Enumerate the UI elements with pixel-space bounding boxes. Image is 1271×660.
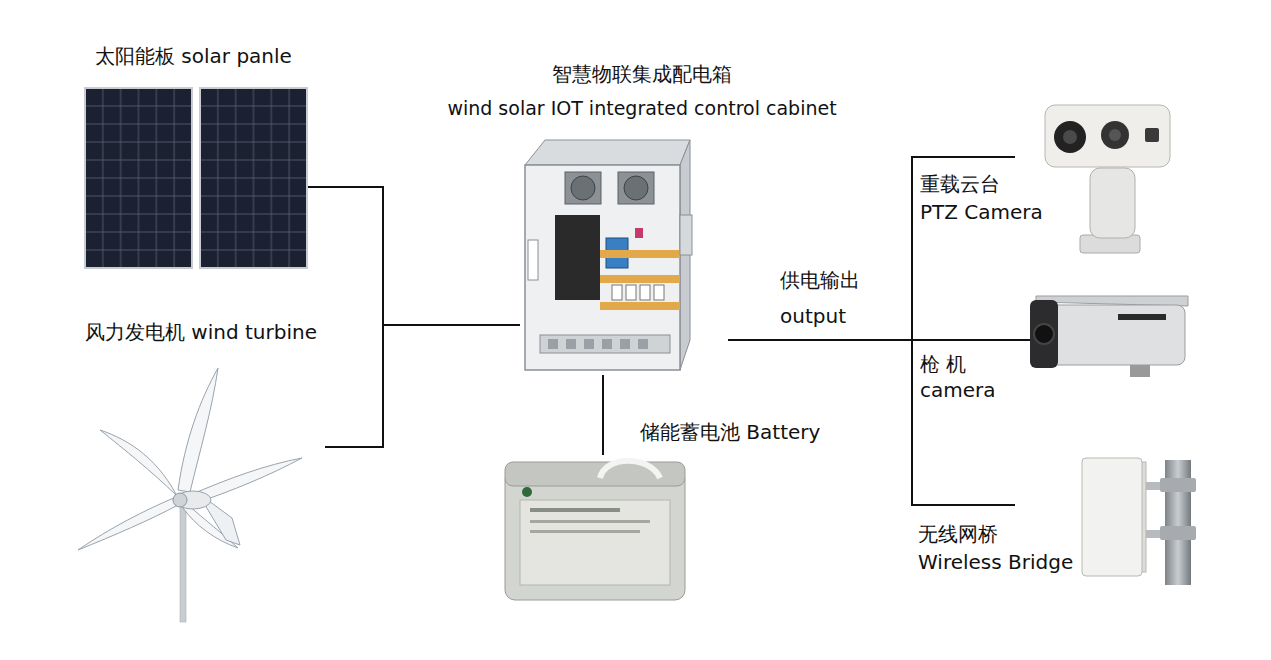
battery-art-part [600,461,660,478]
power-wire [728,157,1015,340]
control-cabinet-art-part [620,339,630,349]
control-cabinet-art-part [618,172,654,204]
control-cabinet-art-part [680,215,692,255]
control-cabinet-art-part [528,240,538,280]
wind-turbine: 风力发电机 wind turbine [75,360,325,622]
wireless-bridge-art-part [1160,526,1196,540]
control-cabinet: 智慧物联集成配电箱wind solar IOT integrated contr… [520,130,728,375]
wind-turbine-art-part [173,493,187,507]
ptz-camera-art-part [1090,168,1135,238]
component-label: 枪 机 [920,352,966,376]
wind-turbine-art-part [100,430,180,502]
component-label: 重载云台 [920,172,1000,196]
control-cabinet-art-part [600,250,680,258]
wireless-bridge: 无线网桥Wireless Bridge [1015,455,1195,585]
ptz-camera-art-part [1045,105,1170,167]
bullet-camera-art-part [1130,365,1150,377]
wind-turbine-art-part [78,497,178,550]
solar-panel-art-part [85,88,192,268]
battery-art [505,461,685,600]
wireless-bridge-art-part [1082,458,1142,576]
component-sublabel: wind solar IOT integrated control cabine… [392,97,892,120]
control-cabinet-art-part [565,172,601,204]
control-cabinet-art-part [612,285,622,300]
component-label: 无线网桥 [918,522,998,546]
ptz-camera-art-part [1101,121,1129,149]
power-wire [325,325,520,447]
control-cabinet-art-part [571,176,595,200]
component-label: 储能蓄电池 Battery [640,420,820,444]
control-cabinet-art-part [525,165,680,370]
bullet-camera-art-part [1030,300,1058,368]
battery-art-part [530,508,620,512]
ptz-camera-art-part [1054,121,1086,153]
control-cabinet-art-part [540,335,670,353]
control-cabinet-art-part [600,275,680,283]
power-wire [308,187,520,325]
component-label: 智慧物联集成配电箱 [392,62,892,86]
component-label: 太阳能板 solar panle [95,44,292,68]
output-label: output [780,304,846,328]
control-cabinet-art [525,140,692,370]
bullet-camera: 枪 机camera [1030,290,1190,378]
storage-battery: 储能蓄电池 Battery [500,455,690,603]
wind-turbine-art-part [180,505,186,622]
control-cabinet-art-part [602,339,612,349]
ptz-camera-art [1045,105,1170,253]
battery-art-part [530,520,650,523]
bullet-camera-art-part [1040,305,1185,365]
ptz-camera-art-part [1109,129,1121,141]
battery-art-part [530,530,640,533]
control-cabinet-art-part [555,215,600,300]
component-sublabel: Wireless Bridge [918,550,1073,574]
ptz-camera-art-part [1145,128,1159,142]
battery-art-part [520,500,670,585]
wind-turbine-art-part [205,498,240,545]
control-cabinet-art-part [640,285,650,300]
output-label: 供电输出 [780,268,860,292]
wind-turbine-art-part [178,368,218,492]
control-cabinet-art-part [626,285,636,300]
control-cabinet-art-part [566,339,576,349]
component-sublabel: PTZ Camera [920,200,1043,224]
ptz-camera-art-part [1063,130,1077,144]
control-cabinet-art-part [624,176,648,200]
wireless-bridge-art-part [1160,478,1196,492]
control-cabinet-art-part [635,228,643,238]
wind-turbine-art [78,368,302,622]
control-cabinet-art-part [584,339,594,349]
control-cabinet-art-part [654,285,664,300]
bullet-camera-art-part [1118,314,1166,320]
wireless-bridge-art [1082,458,1196,585]
solar-panel: 太阳能板 solar panle [84,88,308,268]
battery-art-part [522,487,532,497]
solar-panel-art [85,88,307,268]
control-cabinet-art-part [638,339,648,349]
component-label: 风力发电机 wind turbine [85,320,317,344]
control-cabinet-art-part [548,339,558,349]
solar-panel-art-part [200,88,307,268]
ptz-camera: 重载云台PTZ Camera [1015,100,1175,255]
component-sublabel: camera [920,378,996,402]
power-wire [602,375,604,455]
control-cabinet-art-part [525,140,690,165]
bullet-camera-art-part [1034,324,1054,344]
bullet-camera-art [1030,296,1188,377]
battery-art-part [505,470,685,600]
control-cabinet-art-part [600,302,680,310]
